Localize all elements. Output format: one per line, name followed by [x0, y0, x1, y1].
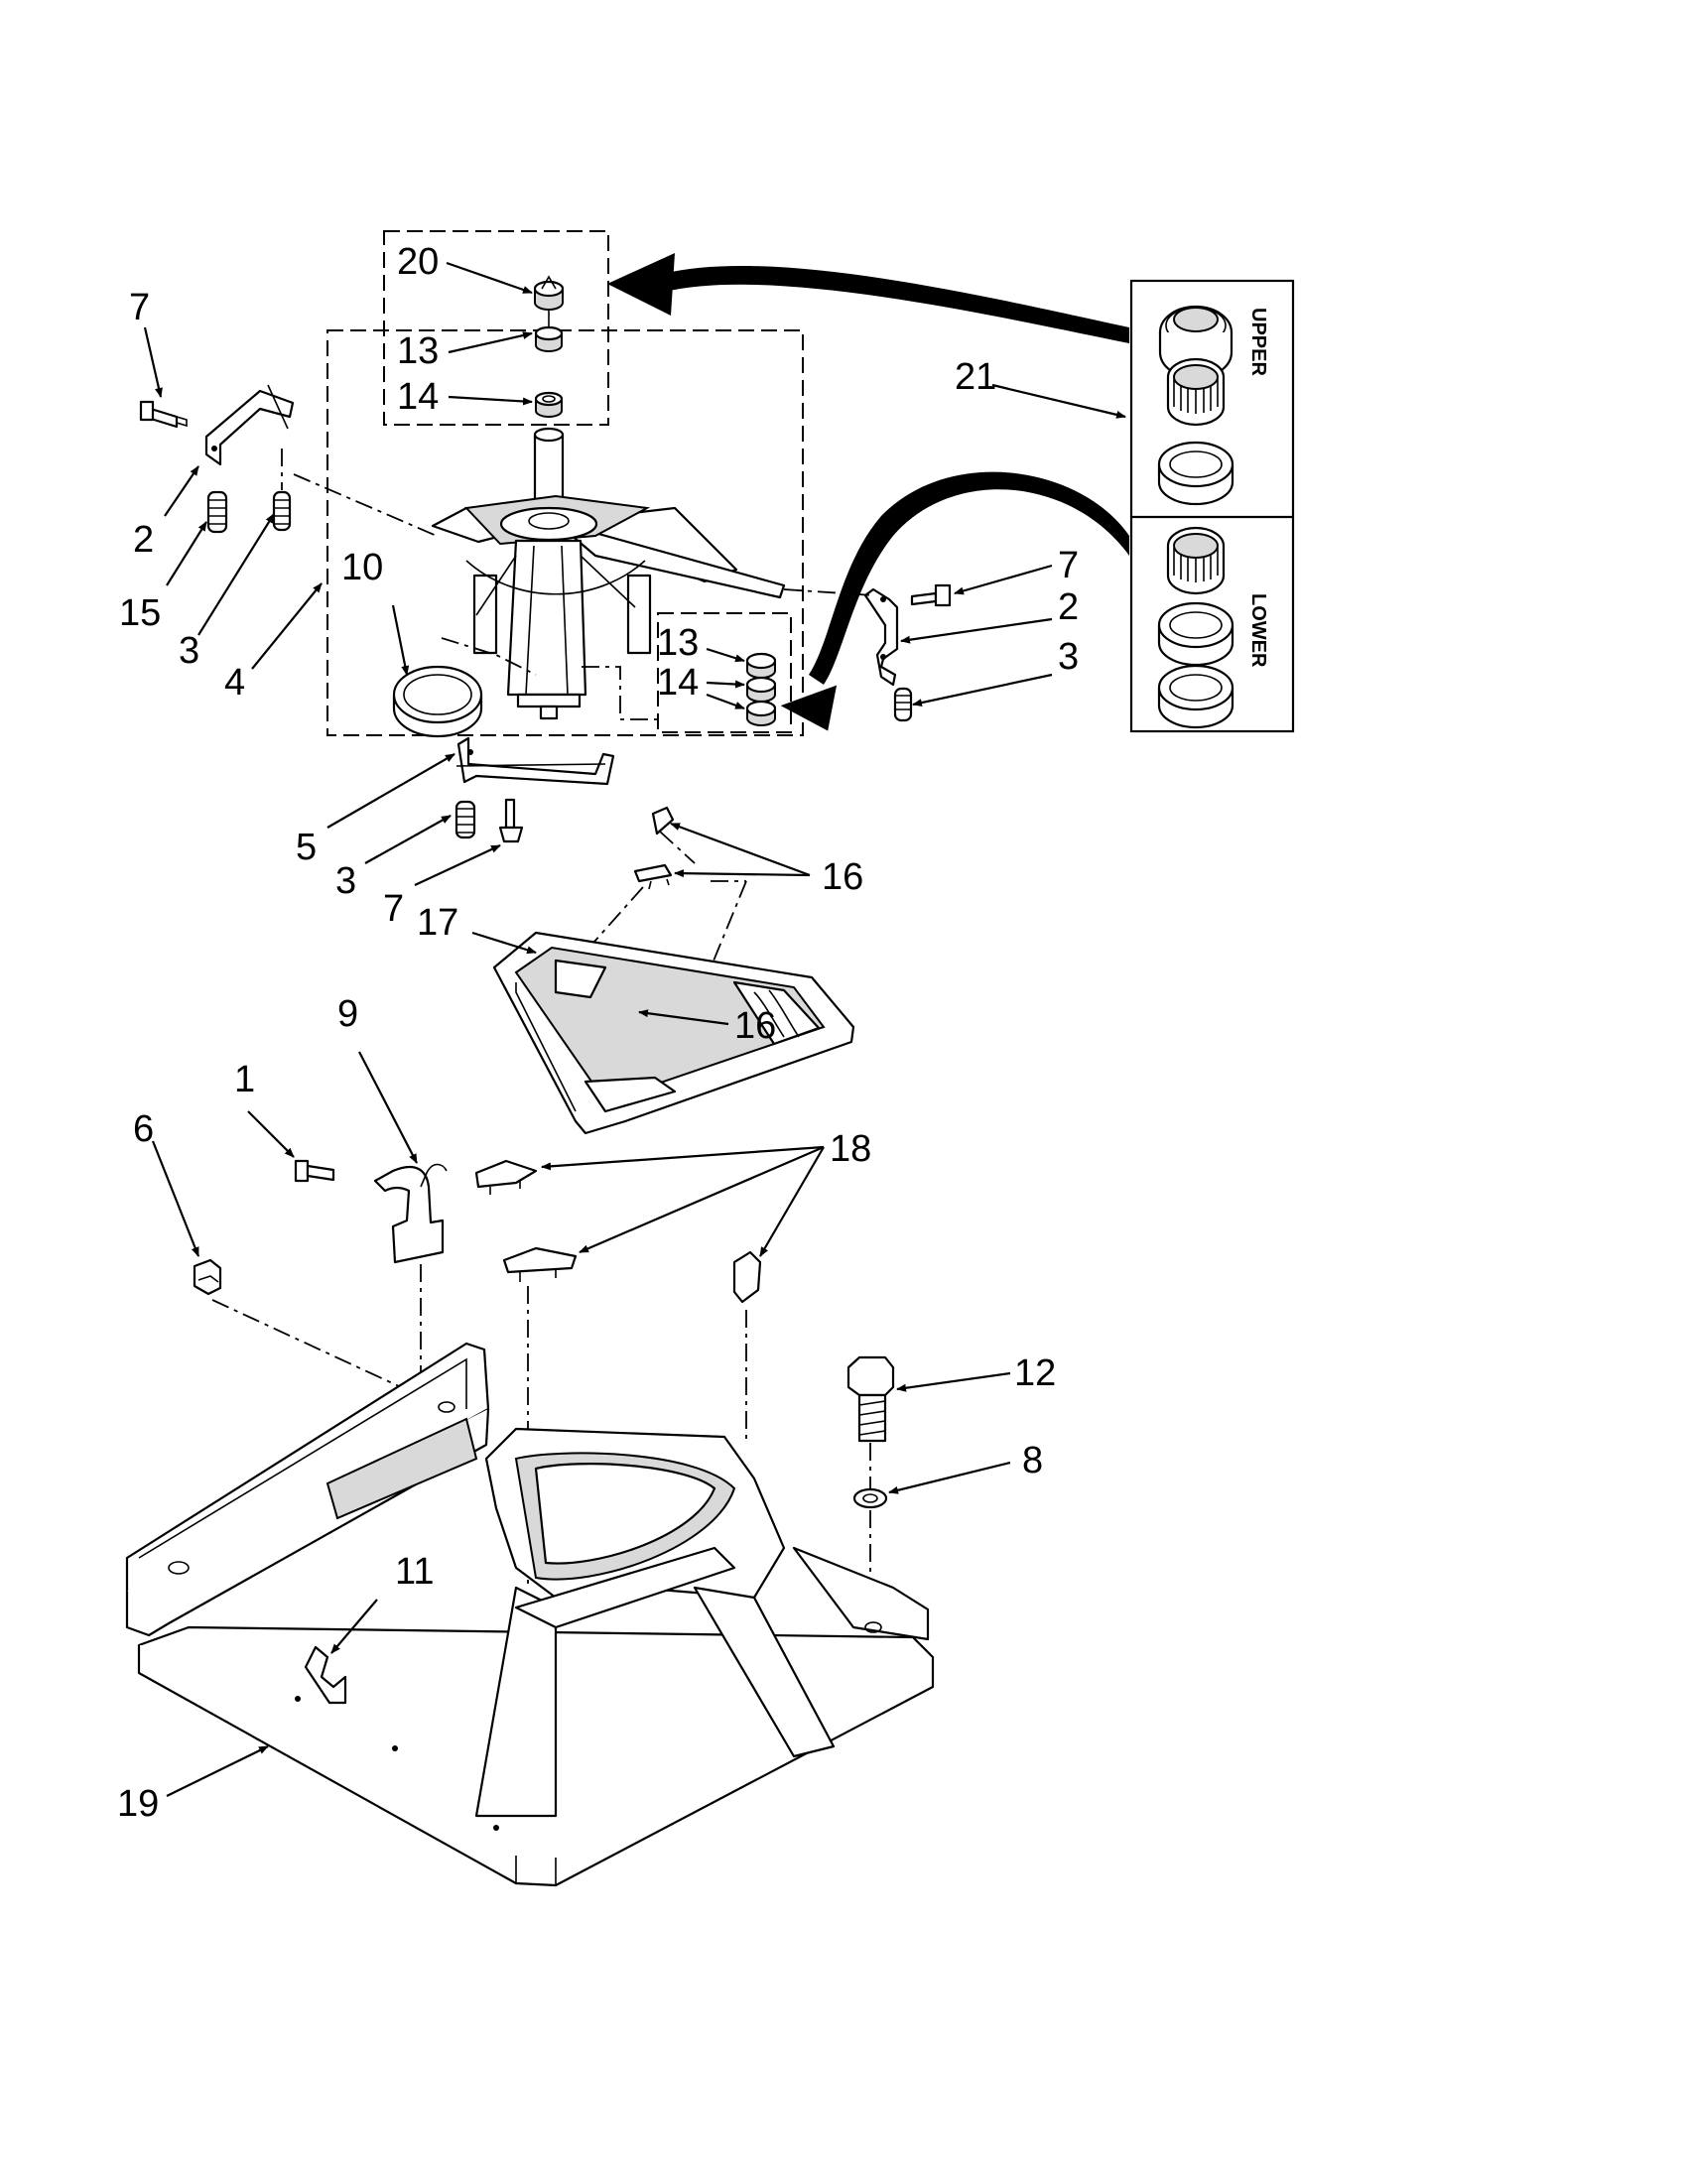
- callout-9: 9: [337, 993, 358, 1035]
- pad-part-18c: [732, 1250, 762, 1304]
- spring-part-3c: [454, 800, 476, 839]
- upper-bearing-box: [383, 230, 609, 426]
- callout-14-lower: 14: [657, 662, 699, 704]
- gasket-part-10: [392, 665, 483, 738]
- callout-20: 20: [397, 241, 439, 283]
- callout-3-left: 3: [179, 630, 199, 672]
- spring-bracket-part-5: [455, 736, 615, 786]
- callout-6: 6: [133, 1108, 154, 1150]
- suspension-assembly-part-4: [431, 427, 786, 720]
- hose-clip-part-9: [373, 1163, 448, 1264]
- callout-21: 21: [955, 356, 996, 398]
- callout-numbers: 20 13 14 7 2 15 3 4 10 13 14 7 2 3 21 5 …: [117, 241, 1079, 1825]
- clip-part-16b: [633, 863, 673, 890]
- callout-18: 18: [830, 1128, 871, 1170]
- callout-4: 4: [224, 662, 245, 704]
- callout-7-bracket: 7: [383, 888, 404, 930]
- dampening-ring-part-13a: [534, 325, 564, 352]
- callout-10: 10: [341, 547, 383, 588]
- lower-ring-2-icon: [1157, 664, 1234, 729]
- callout-3-right: 3: [1058, 636, 1079, 678]
- suspension-assembly-box: [326, 329, 804, 736]
- washer-part-8: [852, 1487, 888, 1509]
- upper-ring-icon: [1157, 441, 1234, 506]
- callout-14-upper: 14: [397, 376, 439, 418]
- spring-part-15: [206, 490, 228, 534]
- screw-part-7a: [139, 400, 188, 429]
- lower-kit-arrow: [780, 471, 1129, 731]
- clip-part-16a: [651, 806, 675, 835]
- callout-11: 11: [395, 1551, 434, 1593]
- callout-17: 17: [417, 902, 458, 944]
- bearing-kit-panel: UPPER LOWER: [1129, 279, 1295, 733]
- kit-lower-label: LOWER: [1247, 593, 1269, 668]
- callout-3-bracket: 3: [335, 860, 356, 902]
- callout-16-top: 16: [822, 856, 863, 898]
- frame-part-17: [492, 931, 855, 1135]
- lower-ring-1-icon: [1157, 601, 1234, 667]
- cap-part-20: [533, 275, 565, 311]
- spring-bracket-part-2b: [863, 587, 899, 687]
- leader-lines: [143, 261, 1126, 1797]
- seal-part-14a: [534, 391, 564, 418]
- callout-16-frame: 16: [734, 1005, 776, 1047]
- clip-part-11: [304, 1645, 347, 1705]
- kit-upper-label: UPPER: [1247, 308, 1269, 376]
- pad-part-18a: [474, 1159, 538, 1195]
- screw-part-7b: [910, 583, 952, 607]
- spring-part-3b: [893, 687, 913, 722]
- spring-bracket-part-2a: [204, 384, 295, 466]
- callout-15: 15: [119, 592, 161, 634]
- callout-5: 5: [296, 827, 317, 868]
- callout-7-right: 7: [1058, 545, 1079, 586]
- callout-7-top-left: 7: [129, 287, 150, 328]
- pad-part-18b: [502, 1246, 578, 1282]
- bracket-part-6: [193, 1258, 222, 1296]
- screw-part-7c: [498, 798, 524, 843]
- callout-13-lower: 13: [657, 622, 699, 664]
- lower-bearing-icon: [1166, 526, 1226, 595]
- lower-bearing-box: [657, 612, 792, 733]
- callout-1: 1: [234, 1059, 255, 1100]
- upper-bearing-icon: [1166, 357, 1226, 427]
- base-part-19: [125, 1342, 935, 1887]
- callout-19: 19: [117, 1783, 159, 1825]
- callout-12: 12: [1014, 1352, 1056, 1394]
- callout-13-upper: 13: [397, 330, 439, 372]
- bolt-part-12: [846, 1355, 895, 1443]
- callout-2-left: 2: [133, 519, 154, 561]
- upper-kit-arrow: [607, 253, 1129, 343]
- callout-2-right: 2: [1058, 586, 1079, 628]
- spring-part-3a: [272, 490, 292, 532]
- screw-part-1: [294, 1159, 335, 1183]
- lower-parts-13-14: [745, 652, 777, 726]
- callout-8: 8: [1022, 1440, 1043, 1481]
